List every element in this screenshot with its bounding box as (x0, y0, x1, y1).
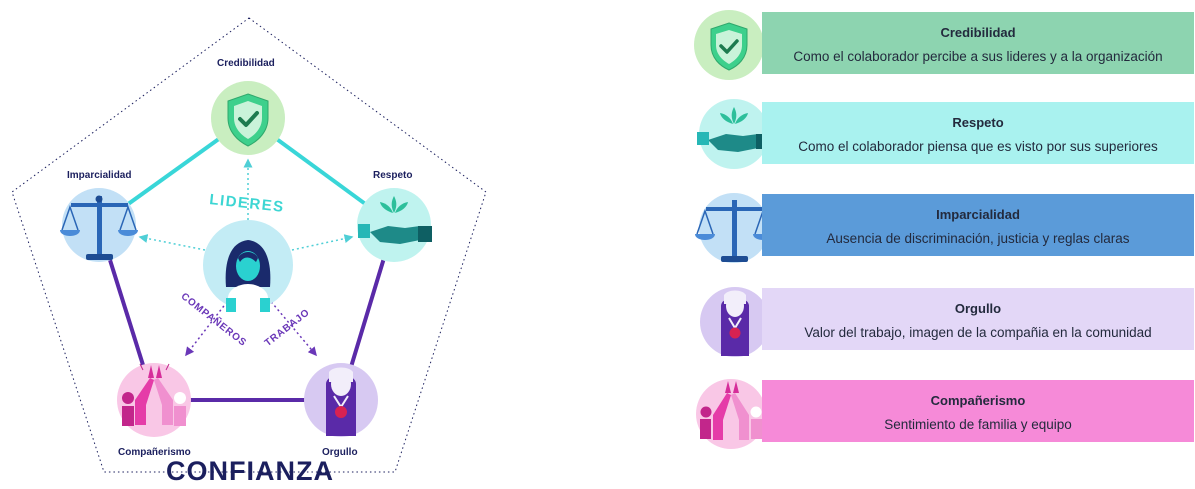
shield-check-icon (227, 93, 269, 147)
legend-card-title: Imparcialidad (936, 207, 1020, 222)
diagram-title: CONFIANZA (166, 456, 334, 486)
leader-person-icon (225, 240, 271, 312)
label-respeto: Respeto (373, 170, 413, 181)
legend-card-description: Valor del trabajo, imagen de la compañia… (804, 325, 1152, 340)
node-respeto (357, 188, 432, 262)
legend-card-description: Sentimiento de familia y equipo (884, 417, 1072, 432)
arrow-to-imparcialidad (138, 234, 206, 251)
legend-icon-orgullo (700, 287, 770, 357)
arrow-to-respeto (291, 234, 354, 251)
label-orgullo: Orgullo (322, 447, 358, 458)
hand-plant-icon (358, 196, 432, 244)
legend-card-description: Como el colaborador percibe a sus lidere… (793, 49, 1163, 64)
arrow-label-trabajo: TRABAJO (263, 307, 312, 349)
legend-icon-respeto (697, 99, 769, 169)
label-credibilidad: Credibilidad (217, 58, 275, 69)
medal-person-icon (326, 367, 356, 436)
legend-icon-companerismo (696, 379, 766, 449)
label-companerismo: Compañerismo (118, 447, 191, 458)
legend-card-title: Credibilidad (940, 25, 1016, 40)
arrow-to-companerismo (185, 297, 231, 357)
node-imparcialidad (60, 188, 138, 262)
legend-card-title: Respeto (952, 115, 1004, 130)
arrow-label-lideres: LIDERES (209, 191, 286, 216)
legend-card-description: Como el colaborador piensa que es visto … (798, 139, 1158, 154)
legend-card-title: Compañerismo (930, 393, 1026, 408)
legend-card-description: Ausencia de discriminación, justicia y r… (826, 231, 1130, 246)
legend-card-title: Orgullo (954, 301, 1002, 316)
node-companerismo (117, 363, 191, 437)
label-imparcialidad: Imparcialidad (67, 170, 132, 181)
balance-scale-icon (60, 195, 138, 260)
node-orgullo (304, 363, 378, 437)
node-lideres (203, 220, 293, 312)
node-credibilidad (211, 81, 285, 155)
legend-icon-credibilidad (694, 10, 764, 80)
high-five-icon (122, 363, 186, 426)
pentagon-outline (11, 17, 487, 473)
